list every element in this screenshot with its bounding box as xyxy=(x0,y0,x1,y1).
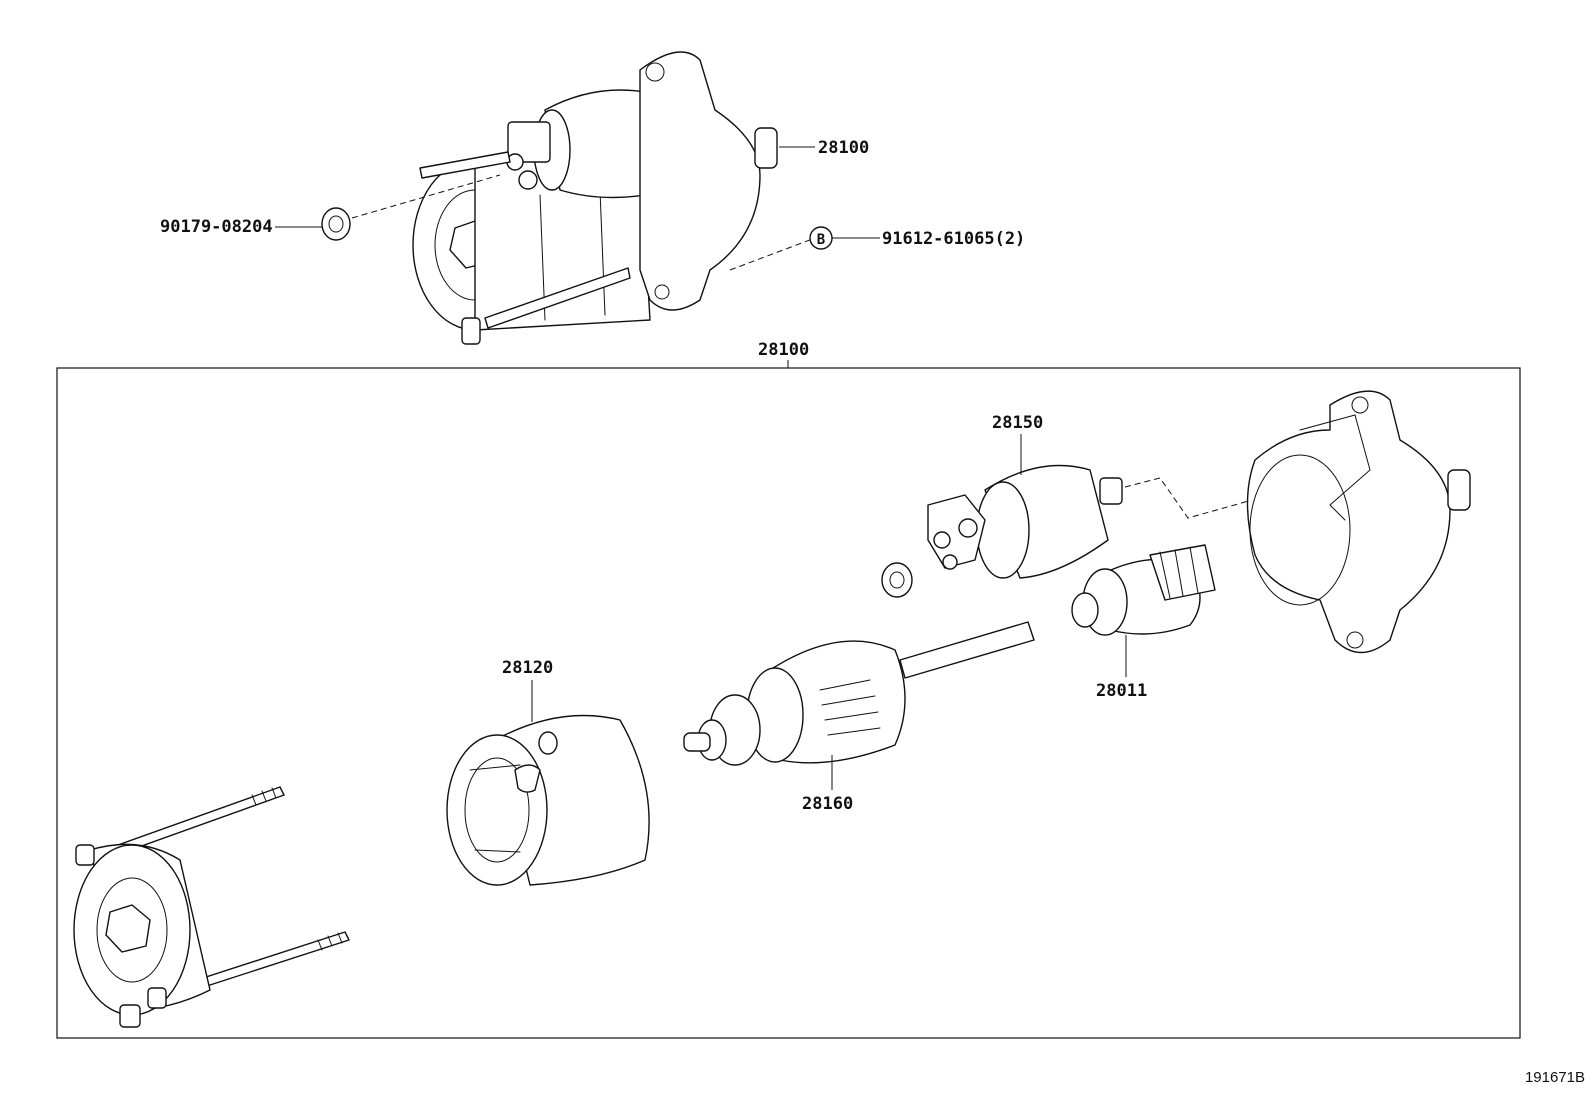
document-id: 191671B xyxy=(1525,1069,1585,1086)
bolt-marker-letter: B xyxy=(817,232,825,248)
drive-end-housing-drawing xyxy=(1246,390,1471,654)
starter-clutch-drawing xyxy=(1071,544,1216,636)
label-armature: 28160 xyxy=(802,794,853,814)
assembly-frame-box xyxy=(56,367,1521,1039)
armature-drawing xyxy=(683,621,1035,766)
label-field-frame: 28120 xyxy=(502,658,553,678)
label-assembly-top: 28100 xyxy=(818,138,869,158)
label-clutch: 28011 xyxy=(1096,681,1147,701)
starter-assembly-drawing: B xyxy=(275,51,880,345)
rear-end-cap-drawing xyxy=(73,786,350,1028)
field-frame-drawing xyxy=(446,714,650,886)
label-bolt: 91612-61065(2) xyxy=(882,229,1025,249)
label-solenoid: 28150 xyxy=(992,413,1043,433)
label-assembly-frame: 28100 xyxy=(758,340,809,360)
label-nut: 90179-08204 xyxy=(160,217,273,237)
solenoid-drawing xyxy=(881,464,1296,598)
